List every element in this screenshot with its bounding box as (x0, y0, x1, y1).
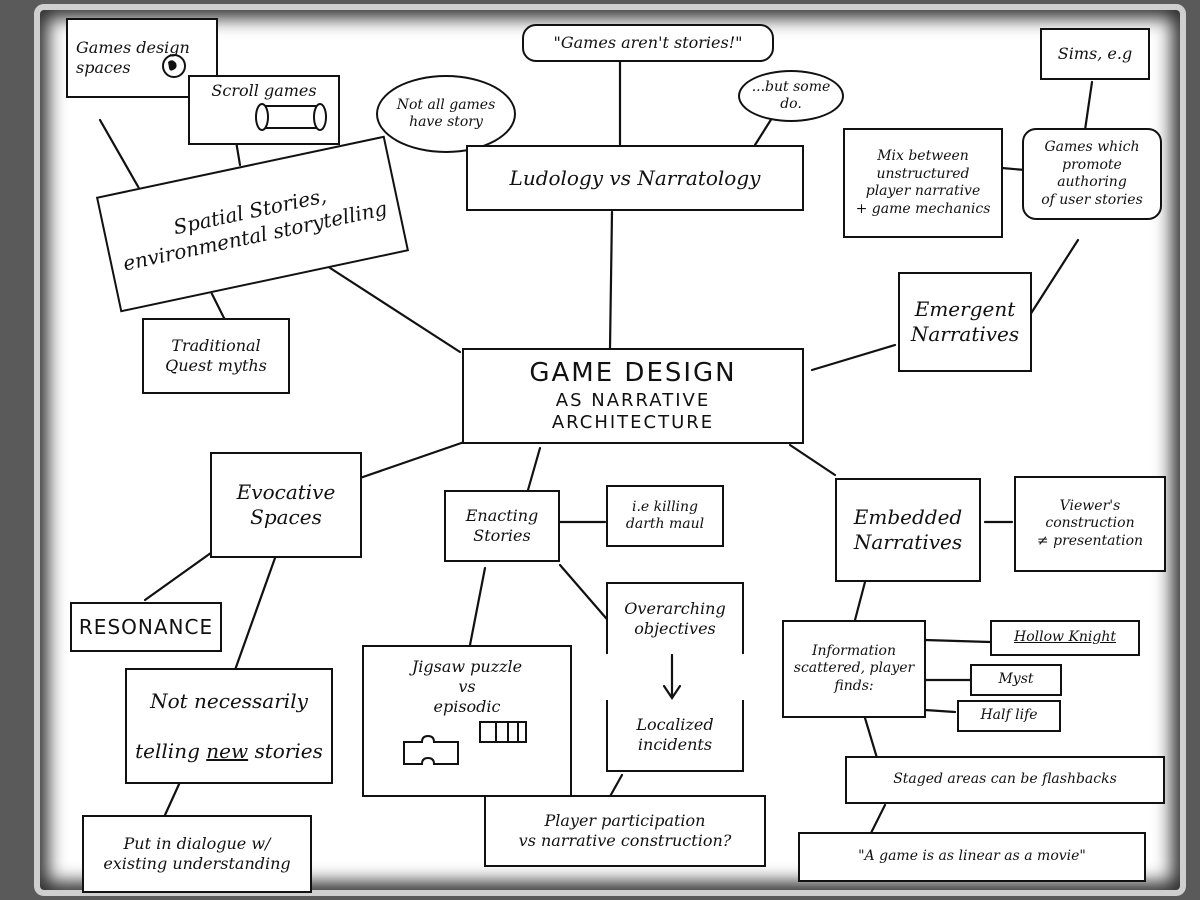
node-games-arent-stories-label: "Games aren't stories!" (553, 33, 743, 52)
node-but-some-do-label: ...but some do. (751, 78, 831, 113)
scroll-icon (255, 103, 327, 131)
node-sims: Sims, e.g (1040, 28, 1150, 80)
node-staged-areas: Staged areas can be flashbacks (845, 756, 1165, 804)
node-put-in-dialogue: Put in dialogue w/ existing understandin… (82, 815, 312, 893)
node-myst-label: Myst (998, 671, 1034, 688)
node-player-participation: Player participation vs narrative constr… (484, 795, 766, 867)
node-emergent-label: Emergent Narratives (910, 297, 1020, 346)
node-half-life: Half life (957, 700, 1061, 732)
node-enacting-stories: Enacting Stories (444, 490, 560, 562)
node-spatial-stories-label: Spatial Stories, environmental storytell… (120, 183, 390, 276)
episodic-frames-icon (479, 721, 527, 743)
node-not-necessarily-line2: telling new stories (135, 714, 323, 764)
node-games-which-promote: Games which promote authoring of user st… (1022, 128, 1162, 220)
node-hollow-knight-label: Hollow Knight (1013, 629, 1116, 646)
node-hollow-knight: Hollow Knight (990, 620, 1140, 656)
central-topic: GAME DESIGN AS NARRATIVE ARCHITECTURE (462, 348, 804, 444)
node-games-arent-stories: "Games aren't stories!" (522, 24, 774, 62)
node-resonance-label: RESONANCE (78, 614, 214, 639)
node-not-all-games: Not all games have story (376, 75, 516, 153)
node-jigsaw-label: Jigsaw puzzle vs episodic (411, 657, 523, 716)
node-overarching-objectives: Overarching objectives (606, 582, 744, 654)
node-localized-label: Localized incidents (636, 715, 714, 754)
node-viewers-construction: Viewer's construction ≠ presentation (1014, 476, 1166, 572)
node-information-scattered: Information scattered, player finds: (782, 620, 926, 718)
node-mix-between-label: Mix between unstructured player narrativ… (855, 148, 991, 217)
central-topic-line1: GAME DESIGN (529, 358, 737, 389)
node-put-in-dialogue-label: Put in dialogue w/ existing understandin… (103, 834, 291, 873)
node-games-which-label: Games which promote authoring of user st… (1041, 139, 1143, 208)
node-myst: Myst (970, 664, 1062, 696)
node-traditional-quest: Traditional Quest myths (142, 318, 290, 394)
node-killing-darth: i.e killing darth maul (606, 485, 724, 547)
node-but-some-do: ...but some do. (738, 70, 844, 122)
node-embedded-narratives: Embedded Narratives (835, 478, 981, 582)
node-a-game-is-linear: "A game is as linear as a movie" (798, 832, 1146, 882)
node-overarching-label: Overarching objectives (624, 599, 726, 638)
node-mix-between: Mix between unstructured player narrativ… (843, 128, 1003, 238)
puzzle-piece-icon (403, 734, 459, 765)
node-player-participation-label: Player participation vs narrative constr… (518, 811, 732, 850)
node-not-necessarily-2a: telling (135, 738, 207, 763)
node-sims-label: Sims, e.g (1057, 44, 1133, 63)
node-games-design-spaces-label: Games design spaces (76, 38, 190, 77)
node-not-necessarily-2c: stories (248, 738, 323, 763)
node-not-necessarily-line1: Not necessarily (150, 688, 308, 713)
node-not-all-games-label: Not all games have story (396, 96, 496, 131)
node-ludology-vs-narratology: Ludology vs Narratology (466, 145, 804, 211)
globe-icon (162, 54, 186, 78)
central-topic-line2: AS NARRATIVE ARCHITECTURE (551, 389, 715, 434)
node-information-scattered-label: Information scattered, player finds: (793, 642, 915, 694)
node-scroll-games-label: Scroll games (211, 81, 317, 100)
node-embedded-label: Embedded Narratives (853, 505, 963, 554)
node-localized-incidents: Localized incidents (606, 700, 744, 772)
node-enacting-label: Enacting Stories (465, 506, 539, 545)
node-evocative-label: Evocative Spaces (236, 480, 336, 529)
node-staged-areas-label: Staged areas can be flashbacks (893, 771, 1117, 788)
node-traditional-quest-label: Traditional Quest myths (165, 336, 267, 375)
node-not-necessarily-2b: new (206, 738, 249, 763)
node-killing-darth-label: i.e killing darth maul (625, 498, 705, 533)
node-jigsaw-puzzle: Jigsaw puzzle vs episodic (362, 645, 572, 797)
node-half-life-label: Half life (980, 707, 1038, 724)
node-emergent-narratives: Emergent Narratives (898, 272, 1032, 372)
node-not-necessarily: Not necessarily telling new stories (125, 668, 333, 784)
node-evocative-spaces: Evocative Spaces (210, 452, 362, 558)
node-viewers-construction-label: Viewer's construction ≠ presentation (1036, 497, 1144, 549)
node-resonance: RESONANCE (70, 602, 222, 652)
node-a-game-is-label: "A game is as linear as a movie" (858, 848, 1086, 865)
node-ludology-label: Ludology vs Narratology (509, 165, 761, 190)
